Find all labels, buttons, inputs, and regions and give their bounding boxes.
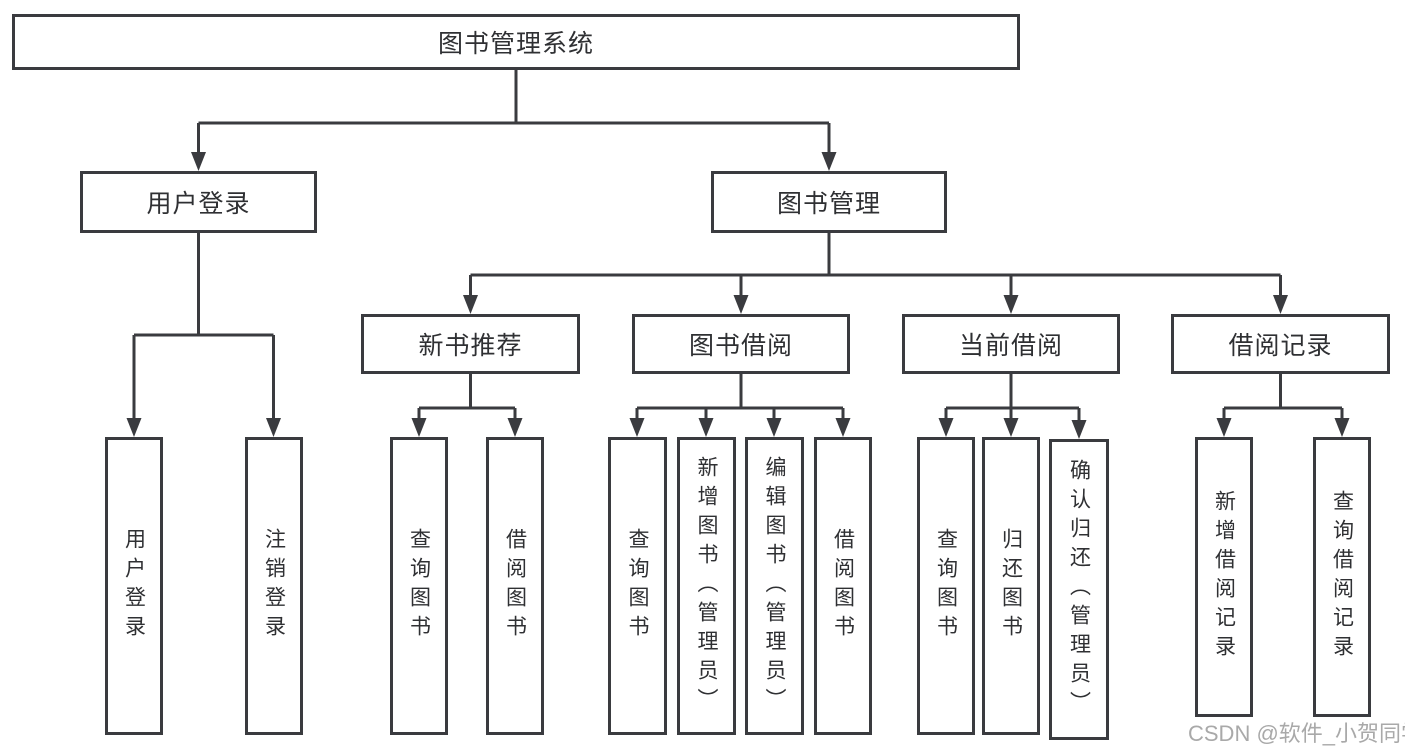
leaf-confirm-return-admin: 确认归还（管理员） xyxy=(1049,439,1109,740)
node-label: 图书借阅 xyxy=(688,332,793,360)
leaf-label: 借阅图书 xyxy=(831,528,855,644)
leaf-label: 新增借阅记录 xyxy=(1212,490,1236,664)
leaf-add-borrow-record: 新增借阅记录 xyxy=(1195,437,1253,717)
node-new-book-recommend: 新书推荐 xyxy=(361,314,580,374)
csdn-watermark: CSDN @软件_小贺同学 xyxy=(1188,721,1405,746)
leaf-add-books-admin: 新增图书（管理员） xyxy=(677,437,736,735)
node-book-management: 图书管理 xyxy=(711,171,947,233)
leaf-query-books: 查询图书 xyxy=(917,437,975,735)
leaf-return-books: 归还图书 xyxy=(982,437,1040,735)
node-user-login: 用户登录 xyxy=(80,171,317,233)
leaf-label: 确认归还（管理员） xyxy=(1067,459,1091,720)
leaf-label: 注销登录 xyxy=(262,528,286,644)
leaf-label: 归还图书 xyxy=(999,528,1023,644)
leaf-borrow-books: 借阅图书 xyxy=(486,437,544,735)
node-label: 新书推荐 xyxy=(418,332,523,360)
node-current-borrowing: 当前借阅 xyxy=(902,314,1120,374)
leaf-logout: 注销登录 xyxy=(245,437,303,735)
connector-root-to-level2 xyxy=(197,70,831,153)
node-book-borrowing: 图书借阅 xyxy=(632,314,850,374)
node-library-management-system: 图书管理系统 xyxy=(12,14,1020,70)
leaf-borrow-books: 借阅图书 xyxy=(814,437,872,735)
leaf-edit-books-admin: 编辑图书（管理员） xyxy=(745,437,804,735)
node-label: 当前借阅 xyxy=(958,332,1063,360)
leaf-query-borrow-record: 查询借阅记录 xyxy=(1313,437,1371,717)
node-label: 图书管理 xyxy=(776,190,881,218)
leaf-query-books: 查询图书 xyxy=(608,437,667,735)
connector-newbook-to-leaves xyxy=(417,374,517,420)
connector-borrowrecord-to-leaves xyxy=(1222,374,1344,420)
connector-currentborrow-to-leaves xyxy=(944,374,1081,422)
connector-userlogin-to-leaves xyxy=(132,233,275,420)
connector-bookmgmt-to-level3 xyxy=(469,233,1282,297)
leaf-label: 查询借阅记录 xyxy=(1330,490,1354,664)
leaf-label: 编辑图书（管理员） xyxy=(763,455,787,717)
leaf-query-books: 查询图书 xyxy=(390,437,448,735)
leaf-label: 查询图书 xyxy=(626,528,650,644)
node-borrow-records: 借阅记录 xyxy=(1171,314,1390,374)
leaf-label: 借阅图书 xyxy=(503,528,527,644)
arrowhead-icons xyxy=(126,152,1350,439)
leaf-label: 新增图书（管理员） xyxy=(695,455,719,717)
node-label: 用户登录 xyxy=(146,190,251,218)
node-label: 图书管理系统 xyxy=(437,30,594,58)
node-label: 借阅记录 xyxy=(1228,332,1333,360)
leaf-label: 用户登录 xyxy=(122,528,146,644)
leaf-label: 查询图书 xyxy=(934,528,958,644)
connector-bookborrow-to-leaves xyxy=(635,374,845,420)
leaf-user-login: 用户登录 xyxy=(105,437,163,735)
leaf-label: 查询图书 xyxy=(407,528,431,644)
